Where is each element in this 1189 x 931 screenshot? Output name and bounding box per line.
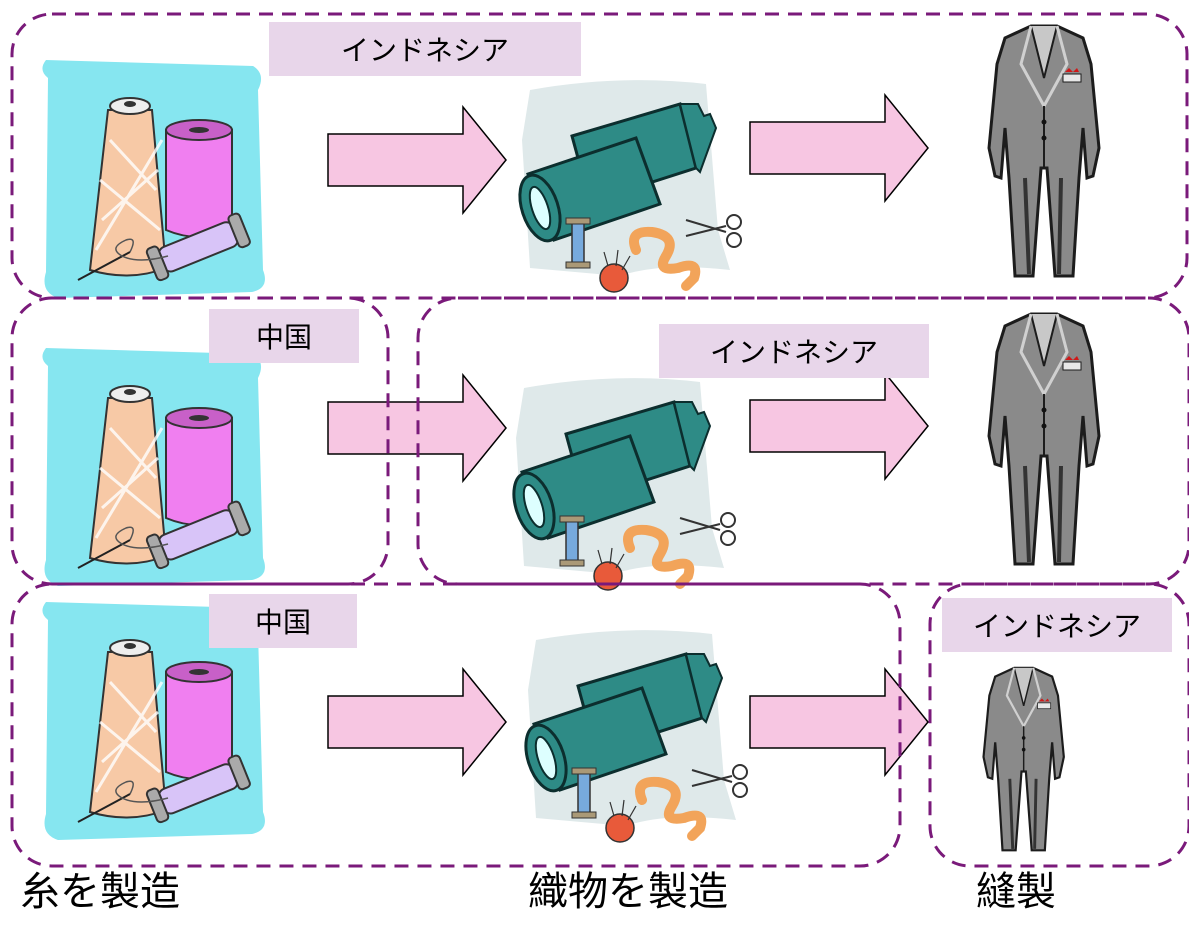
- fabric-roll-icon: [518, 630, 747, 842]
- region-label-row3-sew: インドネシア: [942, 598, 1172, 652]
- region-label-row1: インドネシア: [269, 22, 581, 76]
- stage-label-weave: 織物を製造: [528, 869, 728, 915]
- right-arrow-icon: [749, 94, 929, 202]
- region-label-row3-yarn-weave: 中国: [209, 594, 357, 648]
- suit-icon: [987, 24, 1101, 278]
- region-label-row2-weave-sew: インドネシア: [659, 324, 929, 378]
- yarn-spools-icon: [40, 346, 267, 588]
- boundary-row2-yarn: [10, 296, 390, 586]
- fabric-roll-icon: [512, 80, 741, 292]
- boundary-row3-yarn-weave: [10, 582, 902, 868]
- right-arrow-icon: [327, 668, 507, 776]
- right-arrow-icon: [749, 372, 929, 480]
- region-label-row2-yarn: 中国: [209, 309, 359, 363]
- stage-label-yarn: 糸を製造: [20, 869, 180, 915]
- fabric-roll-icon: [506, 378, 735, 590]
- suit-icon: [987, 312, 1101, 566]
- yarn-spools-icon: [40, 58, 267, 300]
- boundary-row2-weave-sew: [416, 296, 1189, 586]
- right-arrow-icon: [327, 106, 507, 214]
- suit-icon: [982, 666, 1066, 852]
- stage-label-sew: 縫製: [976, 869, 1056, 915]
